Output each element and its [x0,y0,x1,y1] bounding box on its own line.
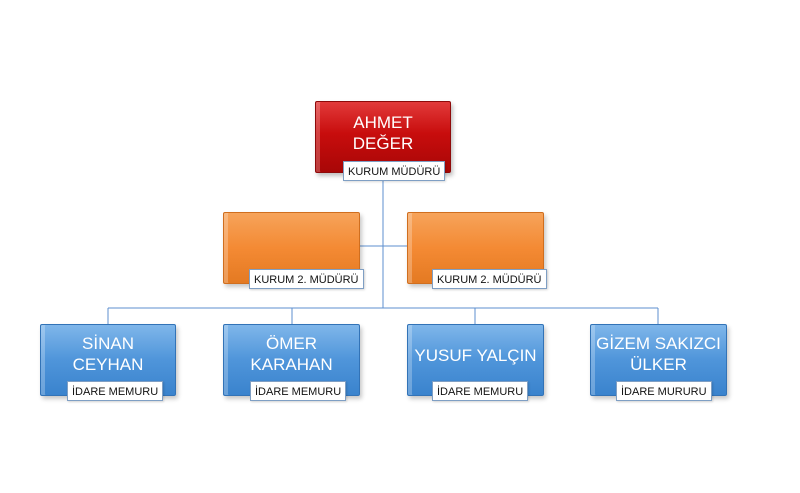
deputy-1-role-label: KURUM 2. MÜDÜRÜ [249,269,364,289]
staff-3-name: YUSUF YALÇIN [414,346,537,365]
staff-node-3: YUSUF YALÇIN [407,324,544,396]
staff-4-name: GİZEM SAKIZCI ÜLKER [596,334,721,374]
staff-4-role-label: İDARE MURURU [616,381,712,401]
root-name: AHMET DEĞER [352,113,414,153]
staff-1-role-label: İDARE MEMURU [67,381,164,401]
deputy-2-role-label: KURUM 2. MÜDÜRÜ [432,269,547,289]
staff-2-role-label: İDARE MEMURU [250,381,347,401]
staff-1-name: SİNAN CEYHAN [72,334,144,374]
staff-2-name: ÖMER KARAHAN [250,334,333,374]
staff-3-role-label: İDARE MEMURU [432,381,529,401]
root-role-label: KURUM MÜDÜRÜ [343,161,446,181]
